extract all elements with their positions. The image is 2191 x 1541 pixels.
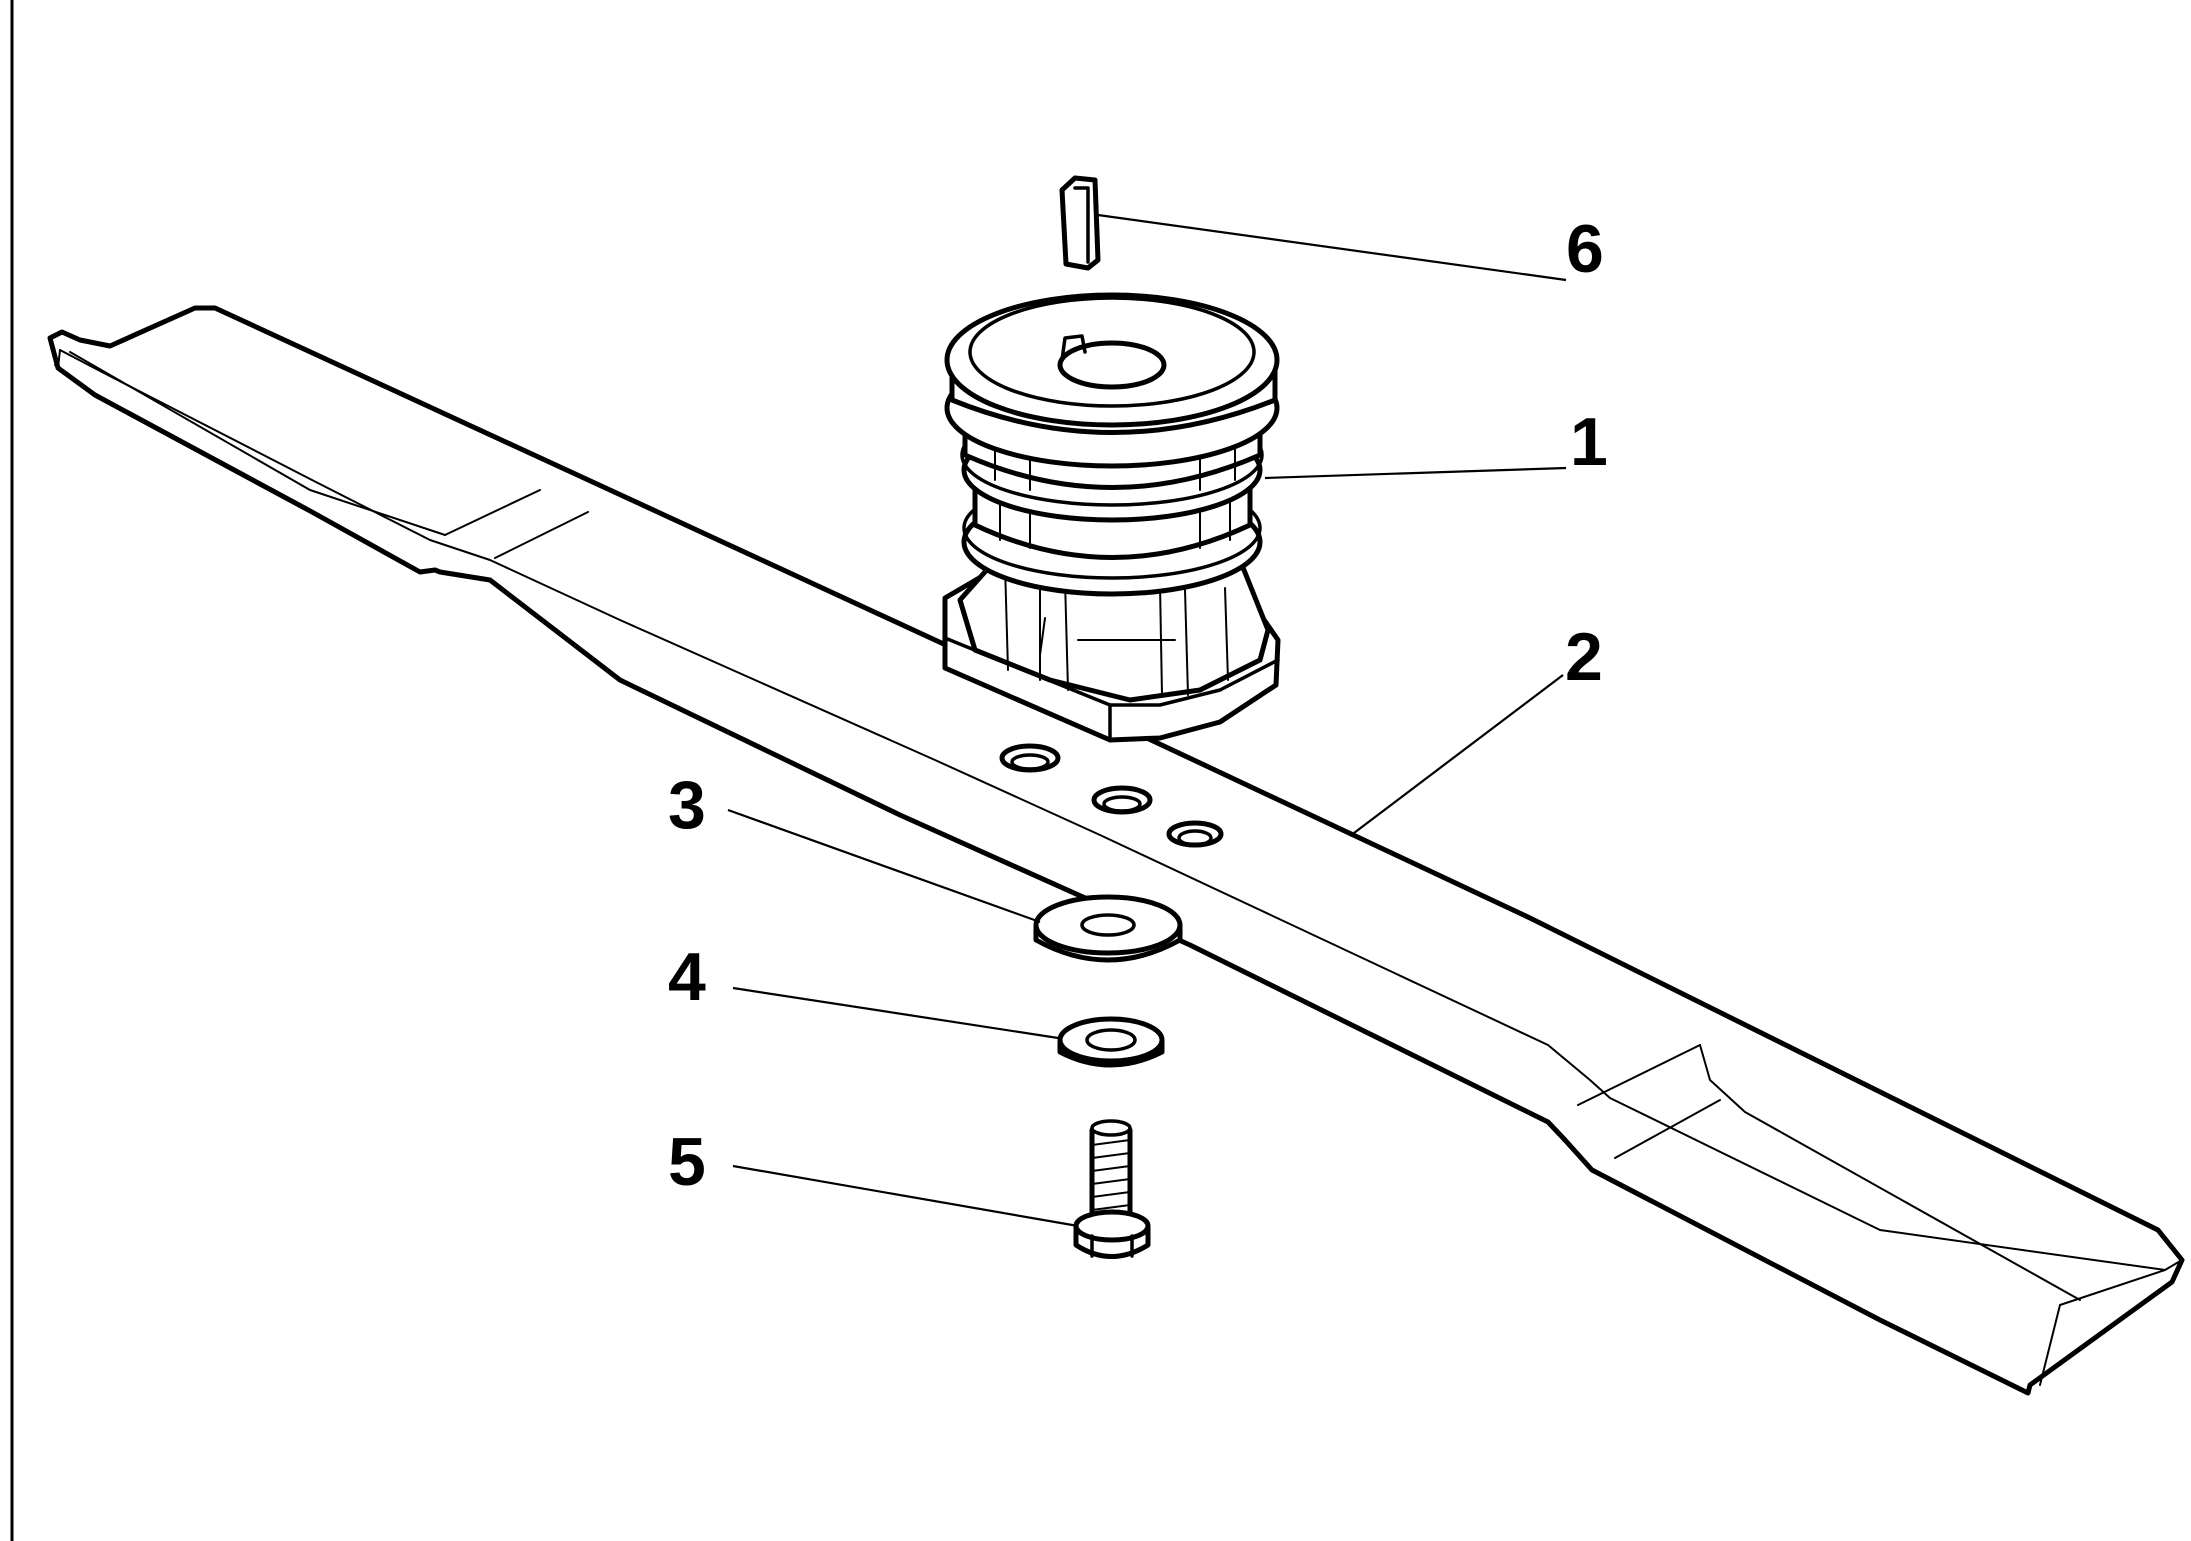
leader-6 <box>1097 213 1567 282</box>
callout-numbers: 6 1 2 3 4 5 <box>668 211 1608 1200</box>
callout-1: 1 <box>1570 404 1608 480</box>
small-washer-drawing <box>1057 1016 1165 1068</box>
leader-4 <box>732 986 1059 1040</box>
key-drawing <box>1059 175 1101 271</box>
callout-3: 3 <box>668 767 706 843</box>
leader-5 <box>732 1164 1079 1228</box>
leader-lines <box>727 213 1567 1228</box>
pulley-hub-drawing <box>942 292 1281 743</box>
callout-4: 4 <box>668 939 706 1015</box>
leader-1 <box>1264 466 1567 480</box>
callout-5: 5 <box>668 1124 706 1200</box>
callout-6: 6 <box>1566 211 1604 287</box>
bolt-drawing <box>1073 1119 1151 1259</box>
blade-holes <box>999 743 1224 848</box>
callout-2: 2 <box>1565 619 1603 695</box>
blade-drawing <box>47 305 2185 1396</box>
large-washer-drawing <box>1033 894 1183 963</box>
leader-2 <box>1349 674 1564 837</box>
leader-3 <box>727 808 1041 924</box>
